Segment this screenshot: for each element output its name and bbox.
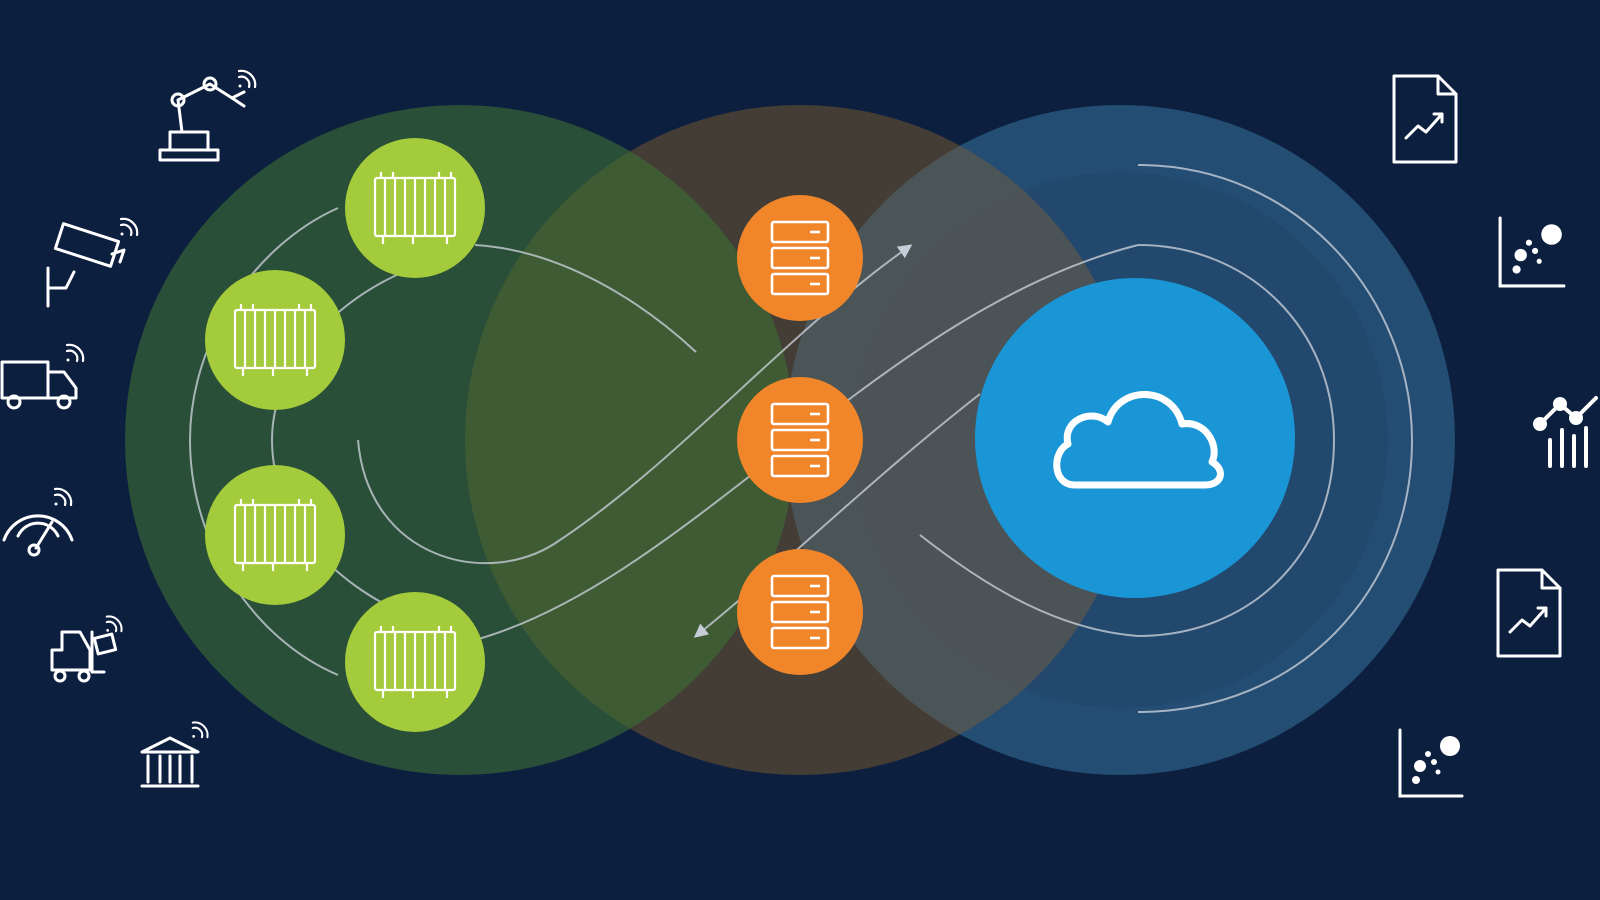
forklift-icon [50, 615, 123, 683]
building-icon [140, 721, 209, 788]
right-analytics-icons [1392, 74, 1598, 798]
edge-node[interactable] [345, 592, 485, 732]
edge-inner-flow [357, 439, 561, 565]
cloud-arc-outer [1137, 164, 1414, 713]
edge-outer-arc [188, 207, 339, 676]
cloud-arc-inner [1137, 244, 1336, 637]
edge-nodes [205, 138, 485, 732]
edge-upper-flow [474, 244, 697, 353]
robot-arm-icon [158, 69, 257, 162]
cloud-lower-flow [919, 534, 1139, 637]
combo-chart-icon [1533, 396, 1598, 468]
edge-node[interactable] [205, 465, 345, 605]
fog-nodes [737, 195, 863, 675]
flow-up-arrow [559, 244, 913, 541]
cloud-icon [1053, 391, 1224, 489]
gauge-icon [2, 487, 74, 557]
fog-node[interactable] [737, 377, 863, 503]
cloud-node[interactable] [975, 278, 1295, 598]
edge-inner-arc [270, 269, 409, 616]
flow-down-arrow [693, 393, 981, 638]
fog-node[interactable] [737, 549, 863, 675]
security-camera-icon [46, 217, 139, 308]
fog-node[interactable] [737, 195, 863, 321]
left-device-icons [0, 69, 257, 788]
edge-node[interactable] [345, 138, 485, 278]
edge-node[interactable] [205, 270, 345, 410]
connection-lines [188, 164, 1414, 713]
delivery-truck-icon [0, 343, 85, 410]
